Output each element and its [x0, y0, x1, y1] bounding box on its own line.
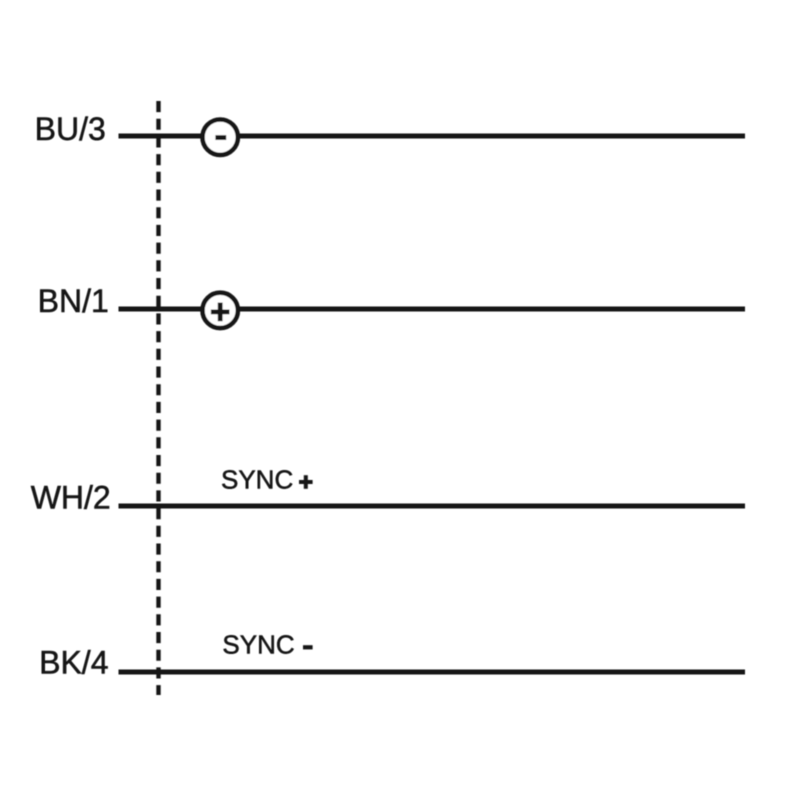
svg-text:WH/2: WH/2 — [31, 479, 111, 515]
svg-text:SYNC: SYNC — [222, 630, 294, 660]
svg-text:BN/1: BN/1 — [38, 283, 109, 319]
svg-text:BU/3: BU/3 — [35, 111, 106, 147]
svg-text:SYNC: SYNC — [221, 464, 293, 494]
svg-text:BK/4: BK/4 — [39, 645, 108, 681]
